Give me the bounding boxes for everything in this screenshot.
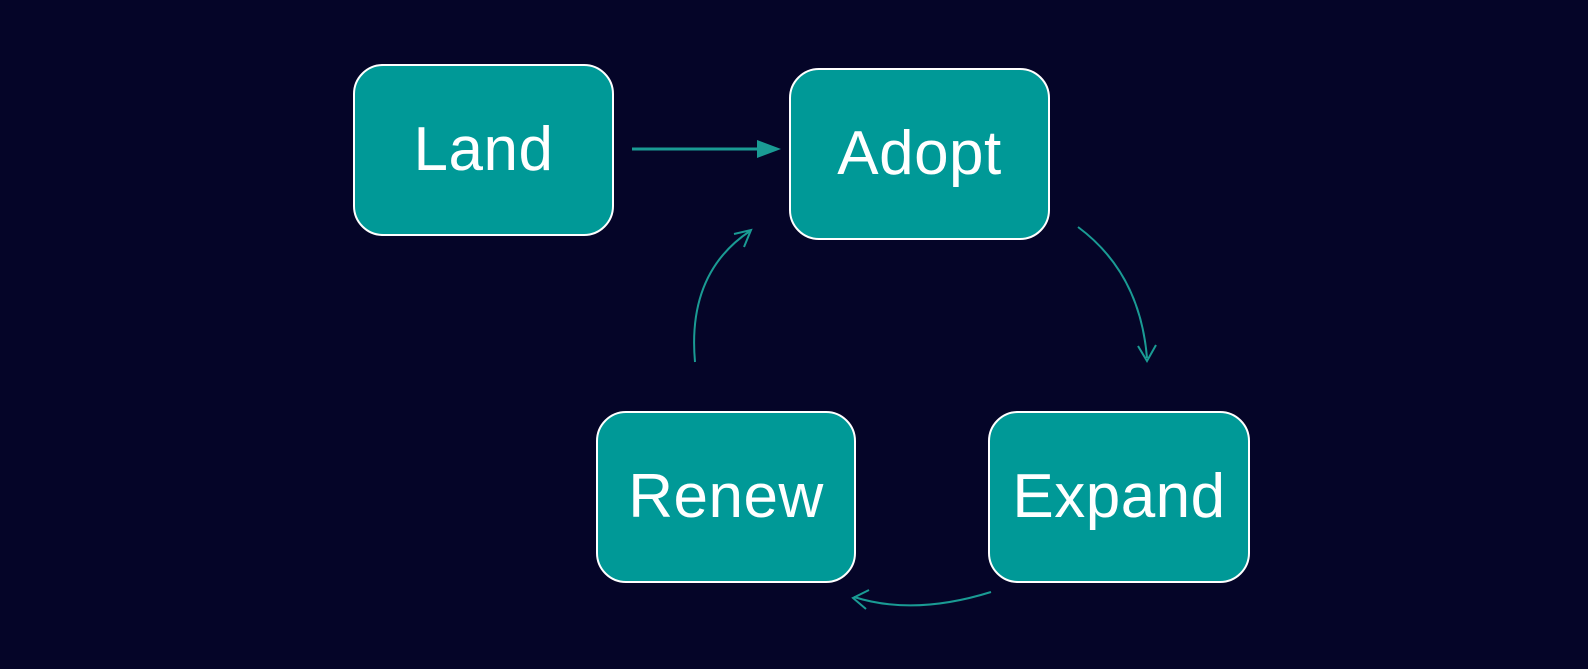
node-expand-label: Expand <box>1012 462 1226 531</box>
arrow-land-to-adopt <box>632 140 781 158</box>
arrow-land-to-adopt-head <box>757 140 781 158</box>
arrow-renew-to-adopt <box>693 228 753 363</box>
node-land: Land <box>353 64 614 236</box>
arrow-adopt-to-expand <box>1077 226 1157 363</box>
arrow-renew-to-adopt-shaft <box>693 230 751 363</box>
node-adopt: Adopt <box>789 68 1050 240</box>
arrow-expand-to-renew <box>851 589 992 610</box>
arrow-adopt-to-expand-head <box>1137 344 1157 363</box>
arrow-adopt-to-expand-shaft <box>1077 226 1148 359</box>
node-expand: Expand <box>988 411 1250 583</box>
node-adopt-label: Adopt <box>837 119 1002 188</box>
arrow-expand-to-renew-head <box>851 589 870 610</box>
arrow-expand-to-renew-shaft <box>853 591 992 607</box>
node-renew: Renew <box>596 411 856 583</box>
arrow-renew-to-adopt-head <box>733 228 753 248</box>
node-land-label: Land <box>413 115 554 184</box>
node-renew-label: Renew <box>628 462 824 531</box>
